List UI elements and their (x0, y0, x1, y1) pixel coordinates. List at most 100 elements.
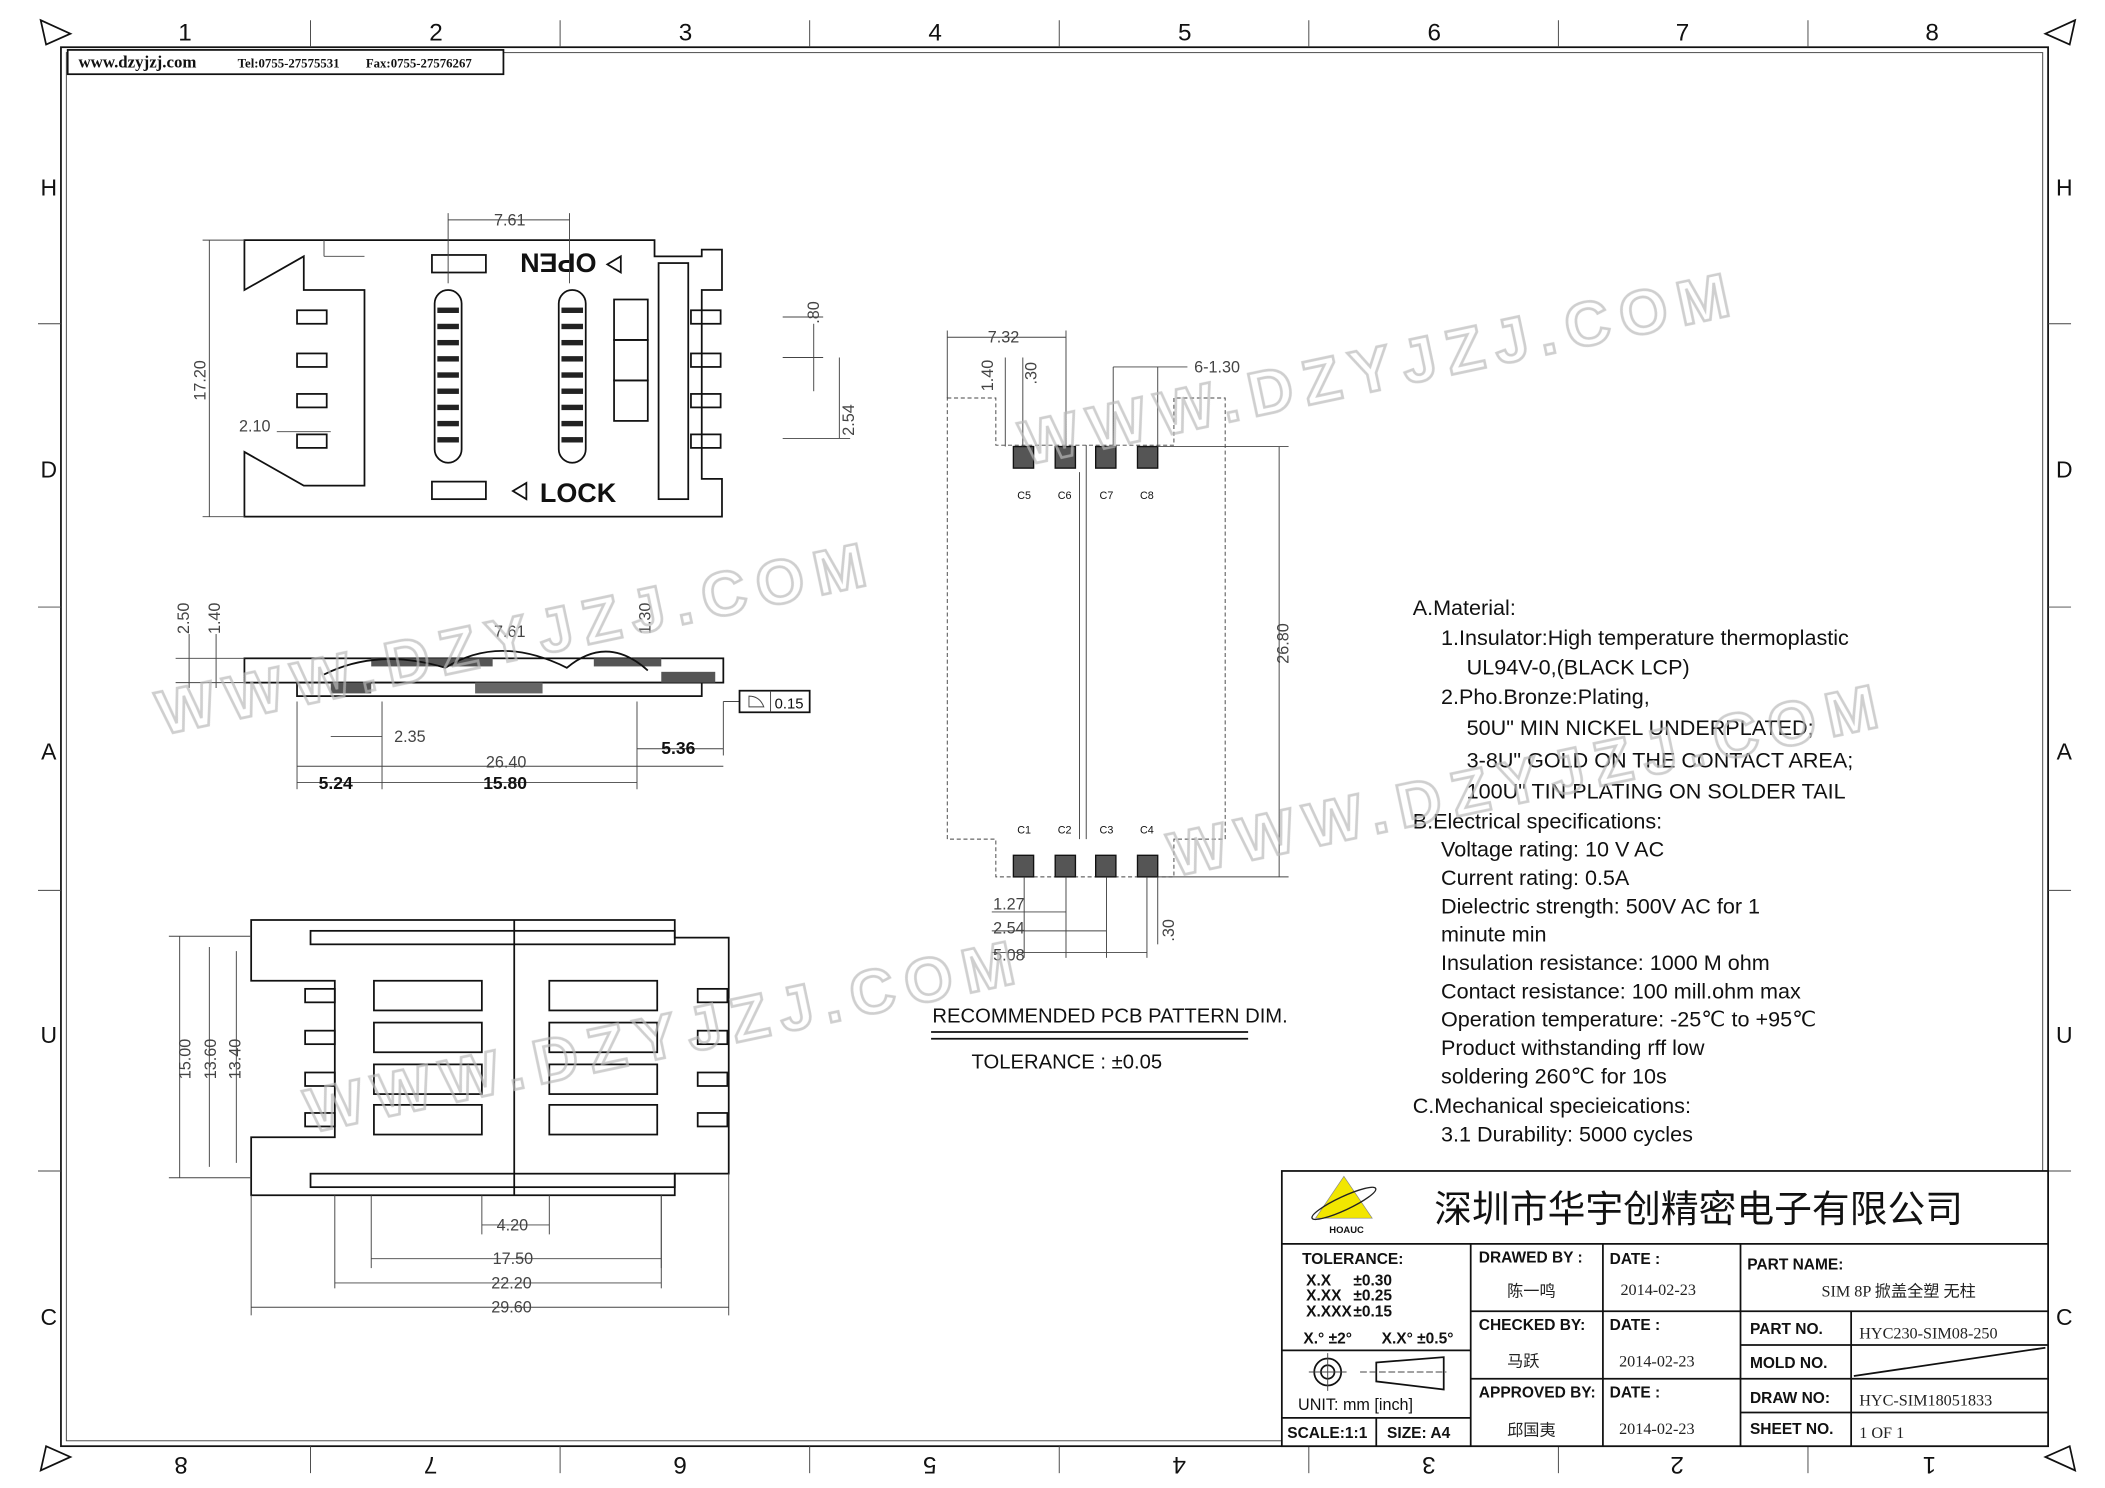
svg-text:C5: C5 (1017, 490, 1031, 502)
svg-text:HYC-SIM18051833: HYC-SIM18051833 (1859, 1393, 1992, 1410)
svg-text:26.40: 26.40 (486, 754, 526, 772)
svg-text:DRAWED BY :: DRAWED BY : (1479, 1250, 1583, 1267)
svg-text:13.60: 13.60 (202, 1039, 220, 1079)
title-block: HOAUC 深圳市华宇创精密电子有限公司 TOLERANCE: X.X±0.30… (1280, 1170, 2049, 1448)
svg-text:3.1 Durability: 5000 cycles: 3.1 Durability: 5000 cycles (1441, 1121, 1693, 1146)
svg-text:TOLERANCE:: TOLERANCE: (1302, 1251, 1403, 1268)
svg-text:2014-02-23: 2014-02-23 (1619, 1354, 1694, 1371)
svg-text:5.36: 5.36 (661, 738, 695, 758)
open-label: OPEN (520, 248, 596, 278)
svg-text:邱国夷: 邱国夷 (1507, 1421, 1556, 1439)
svg-text:DATE :: DATE : (1610, 1251, 1661, 1268)
svg-text:7.32: 7.32 (988, 329, 1019, 347)
svg-text:5: 5 (923, 1451, 937, 1478)
projection-symbol-icon (1308, 1353, 1447, 1391)
svg-text:1.27: 1.27 (993, 895, 1024, 913)
svg-text:WWW.DZYJZJ.COM: WWW.DZYJZJ.COM (299, 927, 1031, 1147)
svg-text:2014-02-23: 2014-02-23 (1619, 1421, 1694, 1438)
bottom-view: 15.00 13.60 13.40 4.20 17.50 22.20 29.60 (168, 919, 730, 1317)
svg-text:C: C (2056, 1304, 2073, 1330)
svg-text:13.40: 13.40 (226, 1039, 244, 1079)
svg-text:minute min: minute min (1441, 922, 1547, 947)
svg-text:X.° ±2°: X.° ±2° (1303, 1331, 1351, 1348)
svg-text:CHECKED BY:: CHECKED BY: (1479, 1317, 1586, 1334)
svg-text:UNIT: mm [inch]: UNIT: mm [inch] (1298, 1396, 1413, 1414)
svg-text:.30: .30 (1022, 362, 1040, 384)
svg-text:±0.30: ±0.30 (1353, 1273, 1392, 1290)
svg-text:1 OF 1: 1 OF 1 (1859, 1425, 1904, 1442)
side-view: 2.50 1.40 7.61 1.30 0.15 2.35 26.40 5.36… (175, 603, 811, 793)
svg-text:3: 3 (1422, 1451, 1436, 1478)
svg-text:C3: C3 (1100, 825, 1114, 837)
svg-text:100U" TIN PLATING ON SOLDER TA: 100U" TIN PLATING ON SOLDER TAIL (1467, 779, 1846, 804)
svg-text:6: 6 (1428, 19, 1442, 46)
svg-text:7: 7 (424, 1451, 438, 1478)
svg-text:A.Material:: A.Material: (1413, 595, 1516, 620)
svg-text:1.40: 1.40 (979, 360, 997, 391)
svg-text:Product withstanding rff low: Product withstanding rff low (1441, 1035, 1705, 1060)
svg-text:1: 1 (178, 19, 192, 46)
svg-text:Fax:0755-27576267: Fax:0755-27576267 (366, 56, 473, 70)
svg-text:陈一鸣: 陈一鸣 (1507, 1282, 1556, 1300)
svg-text:HOAUC: HOAUC (1329, 1225, 1364, 1236)
svg-text:WWW.DZYJZJ.COM: WWW.DZYJZJ.COM (1014, 259, 1746, 479)
svg-text:C6: C6 (1058, 490, 1072, 502)
svg-text:Current rating: 0.5A: Current rating: 0.5A (1441, 865, 1630, 890)
svg-text:29.60: 29.60 (491, 1299, 531, 1317)
svg-text:C: C (41, 1304, 58, 1330)
specification-notes: A.Material: 1.Insulator:High temperature… (1413, 595, 1854, 1146)
svg-text:X.X° ±0.5°: X.X° ±0.5° (1382, 1331, 1454, 1348)
svg-text:APPROVED BY:: APPROVED BY: (1479, 1385, 1596, 1402)
svg-text:.30: .30 (1160, 919, 1178, 941)
svg-text:7.61: 7.61 (494, 211, 525, 229)
svg-text:2.50: 2.50 (175, 603, 193, 634)
svg-text:PART NAME:: PART NAME: (1747, 1256, 1843, 1273)
svg-text:1.40: 1.40 (206, 603, 224, 634)
svg-text:5.08: 5.08 (993, 947, 1024, 965)
top-view: OPEN LOCK 7.61 17.20 2.10 .80 2.54 (191, 211, 858, 518)
svg-text:H: H (41, 175, 58, 201)
svg-text:26.80: 26.80 (1275, 623, 1293, 663)
company-logo: HOAUC (1311, 1175, 1377, 1236)
svg-text:SIZE: A4: SIZE: A4 (1387, 1425, 1451, 1442)
svg-text:Contact resistance: 100 mill.o: Contact resistance: 100 mill.ohm max (1441, 978, 1801, 1003)
svg-text:0.15: 0.15 (775, 696, 804, 712)
svg-text:1: 1 (1923, 1451, 1937, 1478)
svg-text:C4: C4 (1140, 825, 1154, 837)
svg-text:2.Pho.Bronze:Plating,: 2.Pho.Bronze:Plating, (1441, 684, 1650, 709)
svg-text:Dielectric strength: 500V AC f: Dielectric strength: 500V AC for 1 (1441, 893, 1760, 918)
svg-text:3-8U" GOLD ON THE CONTACT AREA: 3-8U" GOLD ON THE CONTACT AREA; (1467, 748, 1854, 773)
svg-text:X.XX: X.XX (1306, 1287, 1342, 1304)
svg-text:DRAW NO:: DRAW NO: (1750, 1390, 1830, 1407)
svg-text:50U" MIN NICKEL UNDERPLATED;: 50U" MIN NICKEL UNDERPLATED; (1467, 715, 1814, 740)
svg-text:2.54: 2.54 (993, 920, 1024, 938)
lock-label: LOCK (540, 478, 617, 508)
svg-text:3: 3 (679, 19, 693, 46)
svg-text:MOLD NO.: MOLD NO. (1750, 1355, 1827, 1372)
svg-text:PART NO.: PART NO. (1750, 1321, 1823, 1338)
svg-text:WWW.DZYJZJ.COM: WWW.DZYJZJ.COM (151, 529, 883, 749)
svg-text:C.Mechanical specieications:: C.Mechanical specieications: (1413, 1093, 1691, 1118)
svg-text:2: 2 (429, 19, 442, 46)
svg-text:2.10: 2.10 (239, 418, 270, 436)
svg-text:±0.25: ±0.25 (1353, 1287, 1392, 1304)
svg-text:Tel:0755-27575531: Tel:0755-27575531 (238, 56, 340, 70)
svg-text:C1: C1 (1017, 825, 1031, 837)
svg-text:1.30: 1.30 (636, 603, 654, 634)
svg-text:5: 5 (1178, 19, 1192, 46)
svg-text:SIM 8P 掀盖全塑 无柱: SIM 8P 掀盖全塑 无柱 (1821, 1282, 1975, 1300)
svg-text:17.20: 17.20 (191, 360, 209, 400)
svg-text:UL94V-0,(BLACK LCP): UL94V-0,(BLACK LCP) (1467, 655, 1690, 680)
svg-text:H: H (2056, 175, 2073, 201)
svg-text:2.54: 2.54 (840, 404, 858, 435)
pcb-tolerance: TOLERANCE : ±0.05 (972, 1051, 1163, 1073)
svg-text:DATE :: DATE : (1610, 1385, 1661, 1402)
svg-text:HYC230-SIM08-250: HYC230-SIM08-250 (1859, 1325, 1997, 1342)
svg-text:22.20: 22.20 (491, 1274, 531, 1292)
svg-text:SCALE:1:1: SCALE:1:1 (1287, 1425, 1367, 1442)
svg-text:U: U (2056, 1022, 2073, 1048)
